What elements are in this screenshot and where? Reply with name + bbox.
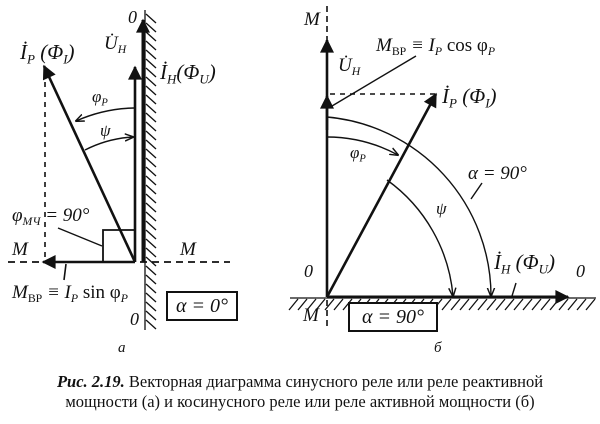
phi-mch-leader	[57, 227, 103, 247]
label-zero-left-b: 0	[304, 261, 313, 281]
alpha-box-a: α = 0°	[166, 291, 238, 321]
label-alpha-b: α = 90°	[468, 163, 527, 184]
hatched-ground-b	[288, 297, 596, 311]
label-u-h-a: U̇H	[104, 33, 127, 57]
label-m-left-a: M	[12, 239, 28, 260]
alpha-leader-b	[470, 182, 483, 200]
label-phi-p-b: φP	[350, 143, 366, 165]
hatched-wall-a	[144, 10, 157, 330]
label-u-h-b: U̇H	[338, 55, 361, 79]
label-zero-bottom-a: 0	[130, 309, 139, 329]
label-phi-p-a: φP	[92, 87, 108, 109]
i-p-vector-b	[325, 92, 438, 298]
label-m-right-a: M	[180, 239, 196, 260]
figure-caption: Рис. 2.19. Векторная диаграмма синусного…	[0, 372, 600, 412]
alpha-box-b: α = 90°	[348, 302, 438, 332]
panel-label-a: а	[118, 340, 126, 356]
label-i-h-b: İH (ΦU)	[494, 250, 556, 277]
label-m-vr-a: MВР ≡ IP sin φP	[12, 282, 128, 306]
i-h-leader-b	[511, 282, 517, 297]
label-zero-top-a: 0	[128, 7, 137, 27]
m-vr-leader-b	[331, 55, 417, 107]
label-i-p-b: İP (ΦI)	[442, 84, 497, 111]
psi-arc-b	[386, 179, 453, 296]
label-i-h-a: İH(ΦU)	[160, 60, 216, 87]
label-psi-a: ψ	[100, 121, 111, 140]
caption-line-1: Векторная диаграмма синусного реле или р…	[124, 372, 544, 391]
label-m-vr-b: MВР ≡ IP cos φP	[376, 35, 496, 59]
i-p-vector-a	[42, 64, 137, 263]
label-m-top-b: M	[304, 9, 320, 30]
diagram-a	[8, 10, 230, 330]
diagram-b	[288, 6, 596, 330]
psi-arc-a	[84, 137, 133, 151]
alpha-arc-b	[326, 116, 491, 296]
label-m-bottom-b: M	[303, 305, 319, 326]
phi-p-arc-a	[76, 107, 135, 121]
label-zero-right-b: 0	[576, 261, 585, 281]
vector-diagram-figure	[8, 6, 596, 330]
label-phi-mch: φМЧ = 90°	[12, 205, 90, 229]
phi-p-arc-b	[326, 136, 398, 155]
label-psi-b: ψ	[436, 199, 447, 218]
right-angle-marker-a	[102, 229, 135, 262]
label-i-p-a: İP (ΦI)	[20, 40, 75, 67]
caption-line-2: мощности (а) и косинусного реле или реле…	[65, 392, 535, 411]
panel-label-b: б	[434, 340, 442, 356]
m-vr-leader-a	[63, 263, 67, 281]
figure-number: Рис. 2.19.	[56, 372, 125, 391]
